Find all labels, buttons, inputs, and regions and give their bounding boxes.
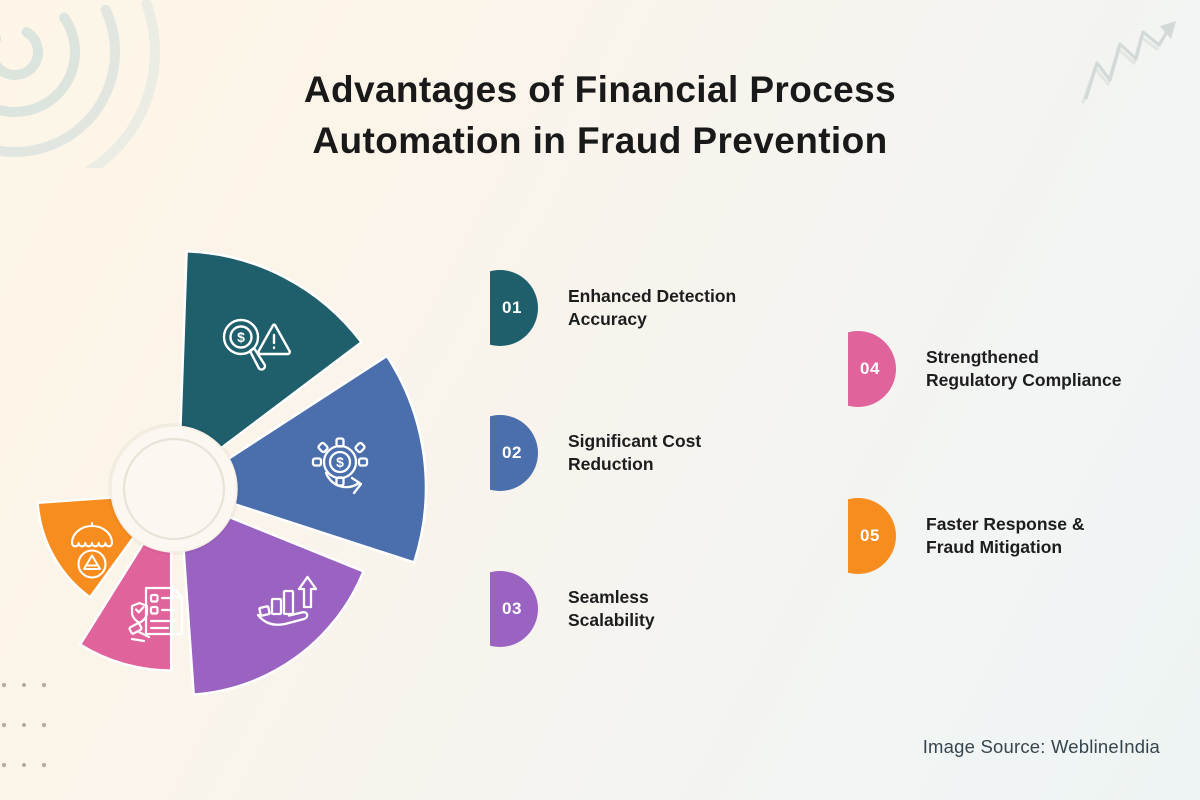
legend-badge-01-number: 01 [502, 298, 522, 317]
legend-label-05: Faster Response & Fraud Mitigation [926, 514, 1085, 557]
legend-label-04: Strengthened Regulatory Compliance [926, 347, 1122, 390]
legend-badge-04: 04 [848, 331, 896, 407]
legend-label-02: Significant Cost Reduction [568, 431, 702, 474]
page-title: Advantages of Financial Process Automati… [0, 64, 1200, 166]
page-title-line2: Automation in Fraud Prevention [312, 120, 888, 161]
legend-badge-04-number: 04 [860, 359, 880, 378]
legend-badge-03: 03 [490, 571, 538, 647]
legend-item-02: 02 Significant Cost Reduction [490, 415, 701, 491]
legend-item-04: 04 Strengthened Regulatory Compliance [848, 331, 1121, 407]
legend-label-01: Enhanced Detection Accuracy [568, 286, 737, 329]
legend-badge-02-number: 02 [502, 443, 522, 462]
legend-item-01: 01 Enhanced Detection Accuracy [490, 270, 736, 346]
svg-text:$: $ [336, 454, 344, 470]
regulatory-compliance-checklist-icon [128, 586, 184, 643]
donut-hole-shadow [108, 423, 240, 555]
legend-badge-02: 02 [490, 415, 538, 491]
legend-label-03: Seamless Scalability [568, 587, 655, 630]
legend-badge-01: 01 [490, 270, 538, 346]
legend-badge-03-number: 03 [502, 599, 522, 618]
svg-text:$: $ [237, 329, 245, 345]
legend-badge-05-number: 05 [860, 526, 880, 545]
page-title-line1: Advantages of Financial Process [303, 69, 897, 110]
legend-badge-05: 05 [848, 498, 896, 574]
umbrella-protection-icon [70, 521, 114, 579]
fraud-detection-magnifier-icon: $ [222, 318, 291, 371]
image-source-credit: Image Source: WeblineIndia [922, 736, 1160, 757]
scalability-growth-hand-icon [256, 575, 318, 626]
legend-item-03: 03 Seamless Scalability [490, 571, 655, 647]
legend-item-05: 05 Faster Response & Fraud Mitigation [848, 498, 1085, 574]
donut-hole-inner-ring [122, 437, 226, 541]
pie-segment-02 [182, 354, 428, 564]
cost-reduction-gear-icon: $ [311, 437, 369, 495]
donut-hole [110, 425, 238, 553]
dot-grid-decoration [2, 683, 46, 767]
